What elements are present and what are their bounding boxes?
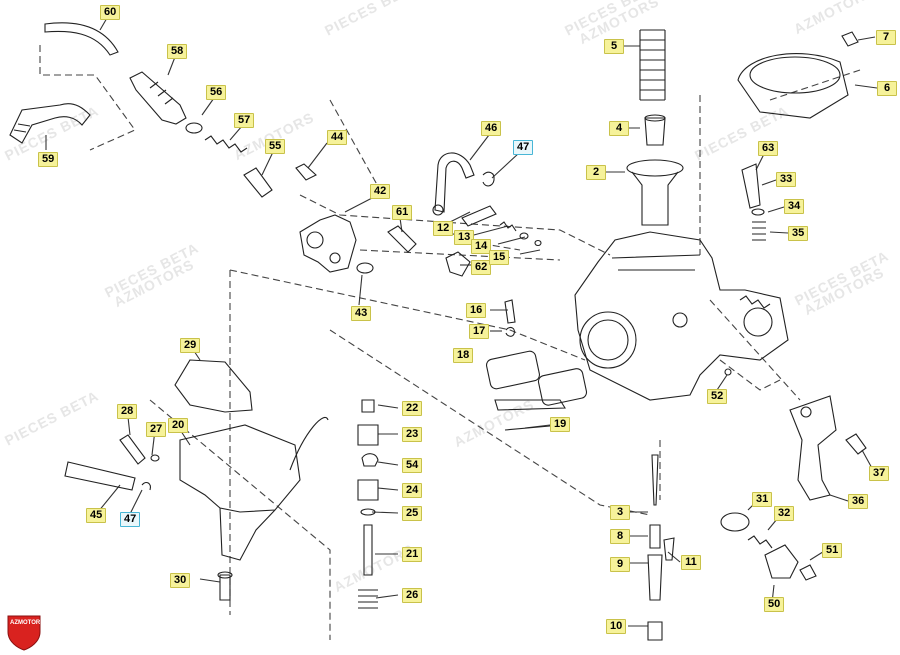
callout-label-56[interactable]: 56 [206, 85, 227, 100]
callout-label-36[interactable]: 36 [848, 494, 869, 509]
callout-label-16[interactable]: 16 [466, 303, 487, 318]
callout-label-47-upper[interactable]: 47 [513, 140, 534, 155]
callout-label-4[interactable]: 4 [609, 121, 629, 136]
callout-label-60[interactable]: 60 [100, 5, 121, 20]
callout-label-55[interactable]: 55 [265, 139, 286, 154]
callout-label-44[interactable]: 44 [327, 130, 348, 145]
callout-label-5[interactable]: 5 [604, 39, 624, 54]
callout-label-33[interactable]: 33 [776, 172, 797, 187]
callout-label-52[interactable]: 52 [707, 389, 728, 404]
callout-label-27[interactable]: 27 [146, 422, 167, 437]
callout-label-61[interactable]: 61 [392, 205, 413, 220]
callout-label-37[interactable]: 37 [869, 466, 890, 481]
callout-label-11[interactable]: 11 [681, 555, 701, 570]
callout-label-57[interactable]: 57 [234, 113, 255, 128]
callout-label-20[interactable]: 20 [168, 418, 189, 433]
callout-label-24[interactable]: 24 [402, 483, 423, 498]
callout-label-31[interactable]: 31 [752, 492, 773, 507]
callout-label-6[interactable]: 6 [877, 81, 897, 96]
callout-label-34[interactable]: 34 [784, 199, 805, 214]
callout-label-32[interactable]: 32 [774, 506, 795, 521]
callout-label-21[interactable]: 21 [402, 547, 423, 562]
callout-label-54[interactable]: 54 [402, 458, 423, 473]
callout-label-23[interactable]: 23 [402, 427, 423, 442]
callout-label-8[interactable]: 8 [610, 529, 630, 544]
callout-label-28[interactable]: 28 [117, 404, 138, 419]
callout-label-35[interactable]: 35 [788, 226, 809, 241]
callout-label-18[interactable]: 18 [453, 348, 474, 363]
callout-label-45[interactable]: 45 [86, 508, 107, 523]
callout-label-26[interactable]: 26 [402, 588, 423, 603]
callout-label-7[interactable]: 7 [876, 30, 896, 45]
callout-label-19[interactable]: 19 [550, 417, 571, 432]
callout-label-47-lower[interactable]: 47 [120, 512, 141, 527]
callout-label-30[interactable]: 30 [170, 573, 191, 588]
azmotors-logo [7, 615, 41, 651]
callout-label-10[interactable]: 10 [606, 619, 627, 634]
callout-label-3[interactable]: 3 [610, 505, 630, 520]
callout-label-43[interactable]: 43 [351, 306, 372, 321]
callout-label-29[interactable]: 29 [180, 338, 201, 353]
callout-label-63[interactable]: 63 [758, 141, 779, 156]
callout-label-9[interactable]: 9 [610, 557, 630, 572]
callout-label-50[interactable]: 50 [764, 597, 785, 612]
callout-label-15[interactable]: 15 [489, 250, 510, 265]
callout-label-17[interactable]: 17 [469, 324, 490, 339]
callout-label-58[interactable]: 58 [167, 44, 188, 59]
callout-label-13[interactable]: 13 [454, 230, 475, 245]
callout-label-59[interactable]: 59 [38, 152, 59, 167]
callout-label-62[interactable]: 62 [471, 260, 492, 275]
callout-label-51[interactable]: 51 [822, 543, 843, 558]
callout-label-12[interactable]: 12 [433, 221, 454, 236]
callout-label-25[interactable]: 25 [402, 506, 423, 521]
callout-label-46[interactable]: 46 [481, 121, 502, 136]
callout-label-14[interactable]: 14 [471, 239, 492, 254]
callout-label-42[interactable]: 42 [370, 184, 391, 199]
callout-label-2[interactable]: 2 [586, 165, 606, 180]
callout-label-22[interactable]: 22 [402, 401, 423, 416]
logo-text: AZMOTORS [10, 620, 45, 626]
